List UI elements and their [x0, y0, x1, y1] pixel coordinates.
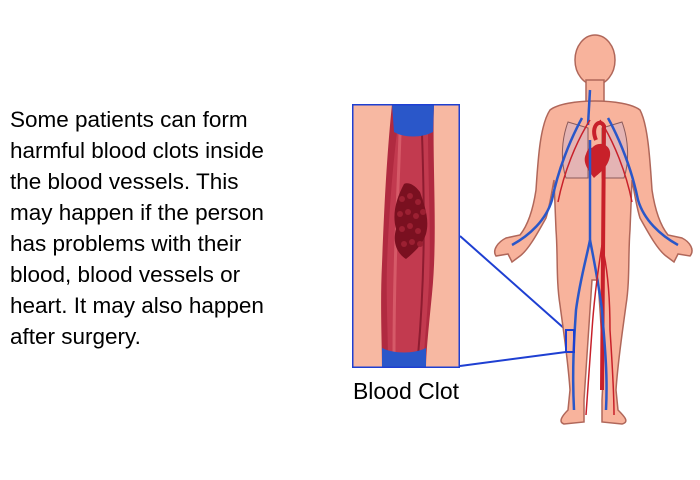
description-line: may happen if the person — [10, 200, 264, 225]
description-line: after surgery. — [10, 324, 141, 349]
description-text: Some patients can form harmful blood clo… — [10, 104, 340, 352]
description-line: blood, blood vessels or — [10, 262, 241, 287]
description-line: harmful blood clots inside — [10, 138, 264, 163]
description-line: has problems with their — [10, 231, 242, 256]
description-line: the blood vessels. This — [10, 169, 239, 194]
description-line: Some patients can form — [10, 107, 248, 132]
blood-vessel-inset — [352, 104, 460, 368]
inset-caption: Blood Clot — [352, 378, 460, 404]
description-line: heart. It may also happen — [10, 293, 264, 318]
human-body-illustration — [494, 34, 693, 425]
